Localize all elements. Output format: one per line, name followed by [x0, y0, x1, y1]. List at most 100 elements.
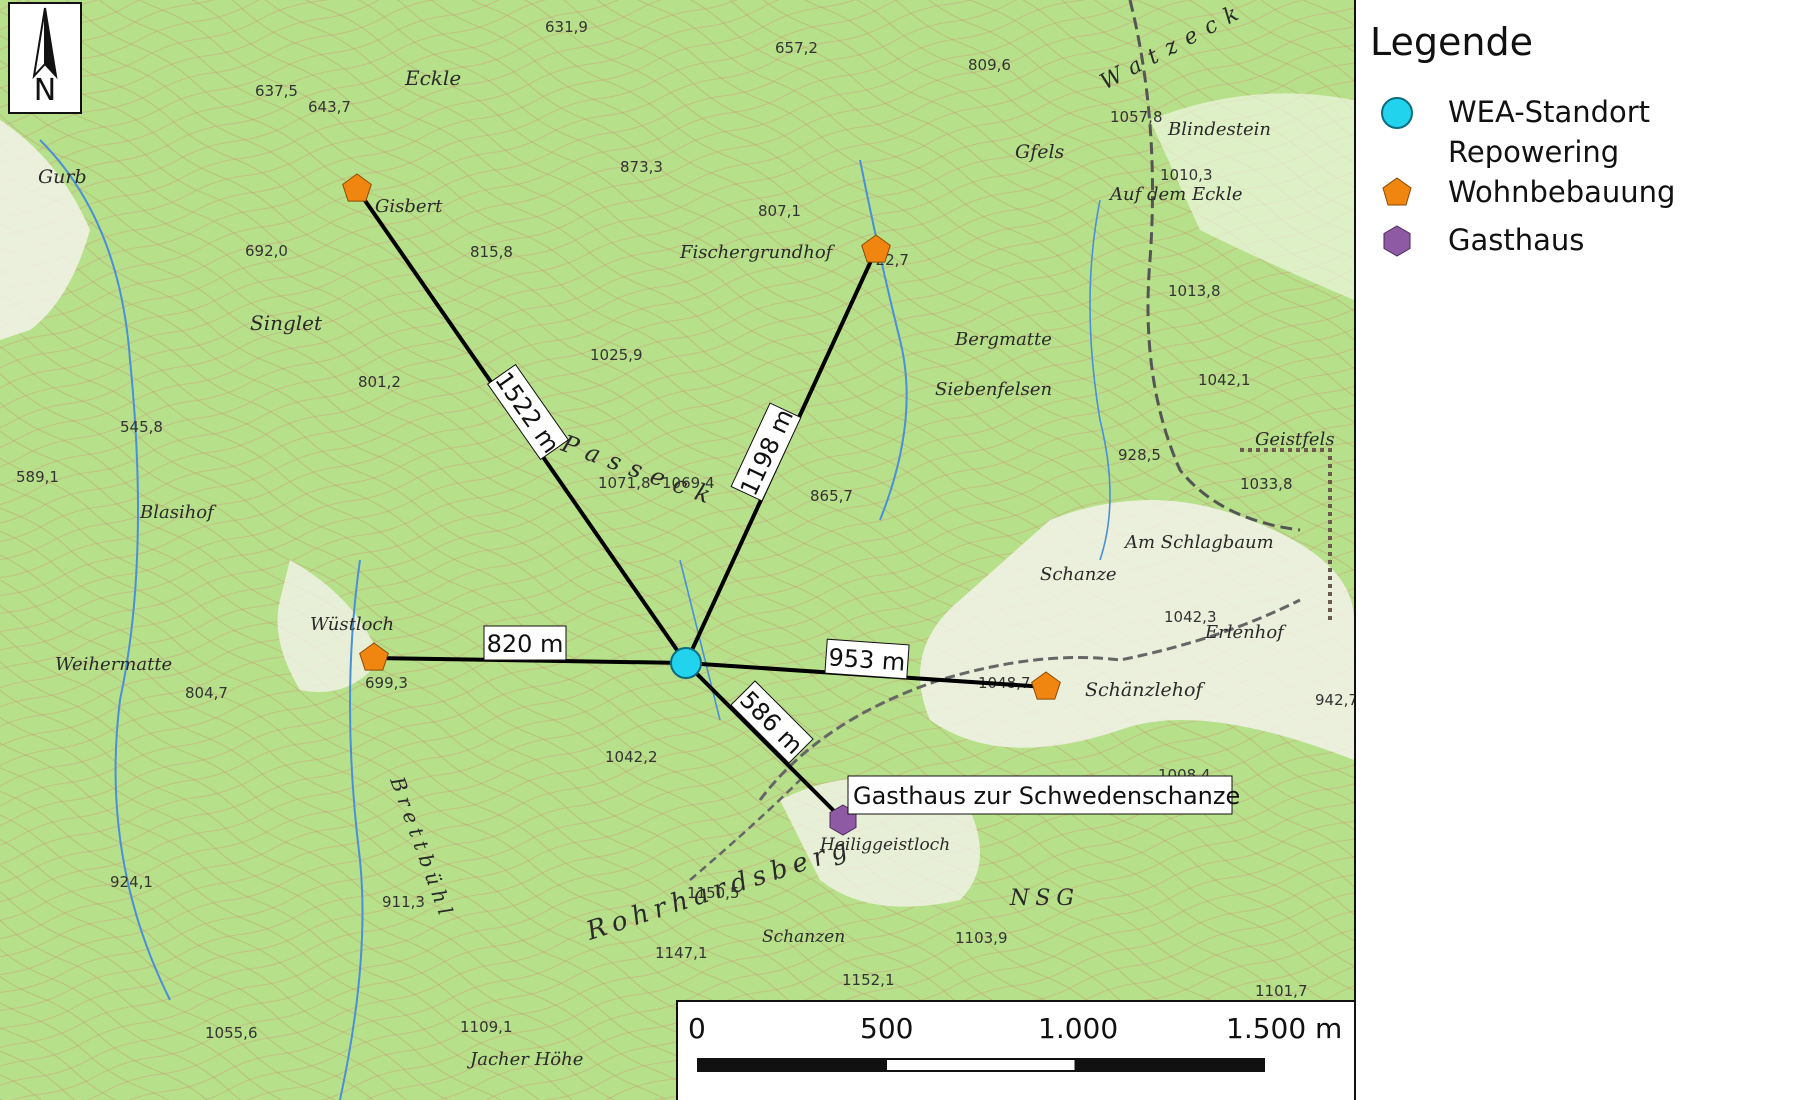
spot-height: 865,7	[810, 487, 853, 505]
place-name: Fischergrundhof	[679, 242, 836, 263]
spot-height: 809,6	[968, 56, 1011, 74]
spot-height: 631,9	[545, 18, 588, 36]
open-land	[277, 560, 380, 692]
spot-height: 699,3	[365, 674, 408, 692]
place-name: Singlet	[250, 311, 323, 335]
stream	[1089, 199, 1111, 561]
place-name: Blindestein	[1167, 119, 1271, 140]
svg-text:Gasthaus zur Schwedenschanze: Gasthaus zur Schwedenschanze	[853, 782, 1240, 810]
spot-height: 1152,1	[842, 971, 895, 989]
residential-marker[interactable]	[342, 173, 372, 202]
path	[689, 779, 801, 881]
spot-height: 1069,4	[662, 474, 715, 492]
open-land	[1150, 93, 1354, 300]
spot-heights: 631,9657,2809,6637,5643,7873,3807,1692,0…	[16, 18, 1354, 1042]
spot-height: 637,5	[255, 82, 298, 100]
north-arrow: N	[8, 2, 82, 114]
residential-marker[interactable]	[1031, 671, 1061, 700]
spot-height: 589,1	[16, 468, 59, 486]
spot-height: 1147,1	[655, 944, 708, 962]
place-name: Bergmatte	[954, 329, 1052, 350]
place-name: NSG	[1009, 886, 1080, 911]
spot-height: 807,1	[758, 202, 801, 220]
place-name: Jacher Höhe	[466, 1049, 583, 1070]
legend-label: Gasthaus	[1448, 223, 1585, 257]
spot-height: 643,7	[308, 98, 351, 116]
spot-height: 928,5	[1118, 446, 1161, 464]
residential-marker[interactable]	[861, 234, 891, 263]
stream	[679, 559, 721, 721]
spot-height: 1057,8	[1110, 108, 1163, 126]
spot-height: 1150,5	[687, 884, 740, 902]
place-name: Gurb	[38, 166, 87, 188]
legend-label: Wohnbebauung	[1448, 175, 1676, 209]
spot-height: 1013,8	[1168, 282, 1221, 300]
spot-height: 873,3	[620, 158, 663, 176]
legend-panel: Legende WEA-Standort Repowering Wohnbeba…	[1356, 0, 1799, 1100]
scale-bar: 0 500 1.000 1.500 m	[676, 1000, 1354, 1100]
scale-tick: 500	[860, 1012, 914, 1045]
wind-turbine-site-marker[interactable]	[670, 647, 702, 679]
scale-tick: 1.500 m	[1226, 1012, 1343, 1045]
place-name: Auf dem Eckle	[1108, 184, 1242, 205]
legend-item-guesthouse: Gasthaus	[1376, 220, 1708, 262]
place-name: Weihermatte	[55, 654, 172, 675]
hexagon-icon	[1383, 225, 1411, 257]
spot-height: 1103,9	[955, 929, 1008, 947]
stream	[339, 559, 364, 1100]
spot-height: 657,2	[775, 39, 818, 57]
scale-bar-graphic	[697, 1058, 1265, 1072]
place-name: Schänzlehof	[1085, 679, 1205, 701]
spot-height: 545,8	[120, 418, 163, 436]
spot-height: 1042,1	[1198, 371, 1251, 389]
scale-tick: 0	[688, 1012, 706, 1045]
spot-height: 804,7	[185, 684, 228, 702]
spot-height: 801,2	[358, 373, 401, 391]
place-name: Geistfels	[1255, 429, 1335, 450]
legend-label: WEA-Standort Repowering	[1448, 95, 1651, 169]
spot-height: 942,7	[1315, 691, 1354, 709]
place-name: Eckle	[404, 66, 461, 90]
distance-line-se	[684, 661, 845, 822]
spot-height: 815,8	[470, 243, 513, 261]
north-arrow-icon	[32, 7, 58, 80]
spot-height: 1042,2	[605, 748, 658, 766]
place-name: Gfels	[1015, 141, 1065, 163]
place-name: Blasihof	[139, 502, 217, 523]
spot-height: 1101,7	[1255, 982, 1308, 1000]
open-land	[0, 120, 90, 340]
legend-item-residential: Wohnbebauung	[1376, 172, 1708, 214]
spot-height: 1033,8	[1240, 475, 1293, 493]
legend-item-turbine: WEA-Standort Repowering	[1376, 92, 1708, 172]
boundary	[1240, 448, 1332, 620]
stream	[39, 139, 171, 1001]
pentagon-icon	[1382, 177, 1412, 206]
place-name: Wüstloch	[310, 614, 394, 635]
place-name: Gisbert	[375, 196, 443, 217]
spot-height: 1109,1	[460, 1018, 513, 1036]
open-land	[920, 500, 1354, 760]
circle-icon	[1381, 97, 1413, 129]
scale-tick: 1.000	[1038, 1012, 1119, 1045]
svg-text:820 m: 820 m	[487, 630, 564, 658]
distance-label-w: 820 m	[483, 625, 567, 661]
place-name: Schanze	[1040, 564, 1116, 585]
road	[758, 598, 1301, 801]
contour-lines-secondary	[0, 0, 1354, 1100]
svg-text:953 m: 953 m	[828, 643, 907, 676]
spot-height: 1042,3	[1164, 608, 1217, 626]
spot-height: 1055,6	[205, 1024, 258, 1042]
spot-height: 911,3	[382, 893, 425, 911]
stream	[859, 159, 908, 521]
place-name: Schanzen	[762, 927, 845, 947]
topographic-map[interactable]: Eckle Gurb Gisbert Singlet Fischergrundh…	[0, 0, 1356, 1100]
spot-height: 1010,3	[1160, 166, 1213, 184]
place-name: Erlenhof	[1204, 622, 1287, 643]
residential-marker[interactable]	[359, 642, 389, 671]
place-name: Heiliggeistloch	[819, 835, 950, 855]
spot-height: 1071,8	[598, 474, 651, 492]
map-canvas: Eckle Gurb Gisbert Singlet Fischergrundh…	[0, 0, 1354, 1100]
place-name: Siebenfelsen	[935, 379, 1052, 400]
place-name: Am Schlagbaum	[1123, 532, 1274, 553]
poi-label-guesthouse: Gasthaus zur Schwedenschanze	[847, 775, 1240, 815]
